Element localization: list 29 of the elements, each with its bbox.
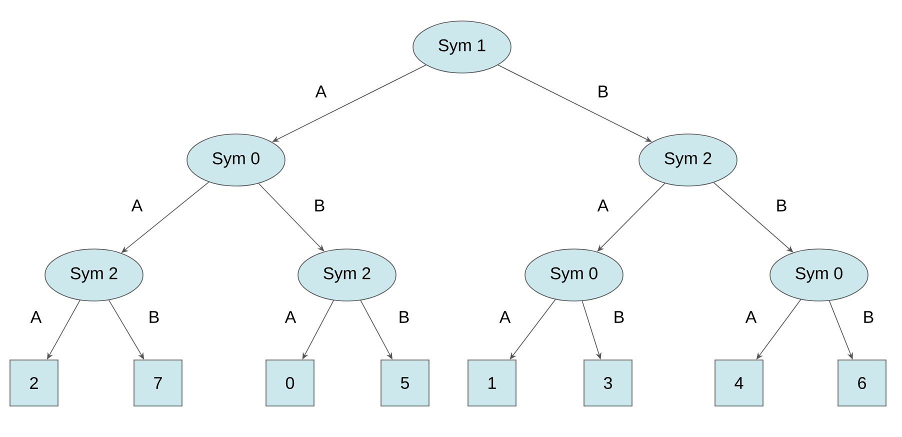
- square-node: 5: [380, 360, 430, 406]
- edge-label: B: [315, 200, 324, 212]
- square-node: 2: [10, 360, 58, 406]
- ellipse-node: Sym 2: [298, 248, 396, 302]
- square-node: 6: [838, 360, 886, 406]
- ellipse-node: Sym 0: [186, 134, 286, 186]
- square-node: 1: [468, 360, 516, 406]
- edge-label: B: [598, 86, 608, 98]
- edge-label: B: [614, 311, 624, 323]
- square-node: 7: [134, 360, 182, 406]
- square-node: 0: [266, 360, 314, 406]
- ellipse-node: Sym 0: [524, 248, 624, 302]
- edge-label: B: [400, 311, 409, 323]
- edge-label: A: [284, 311, 296, 323]
- edge-label: A: [131, 200, 143, 212]
- edge-label: A: [597, 200, 609, 212]
- edge-label: A: [499, 311, 511, 323]
- ellipse-node: Sym 1: [412, 20, 512, 74]
- edge-label: A: [30, 311, 42, 323]
- edge-label: B: [777, 200, 786, 212]
- edge-label: B: [150, 311, 159, 323]
- ellipse-node: Sym 0: [770, 248, 868, 302]
- edge-label: B: [864, 311, 874, 323]
- edge-label: A: [745, 311, 757, 323]
- ellipse-node: Sym 2: [44, 248, 144, 302]
- square-node: 3: [584, 360, 632, 406]
- square-node: 4: [714, 360, 764, 406]
- edge-label: A: [315, 86, 327, 98]
- ellipse-node: Sym 2: [638, 134, 738, 186]
